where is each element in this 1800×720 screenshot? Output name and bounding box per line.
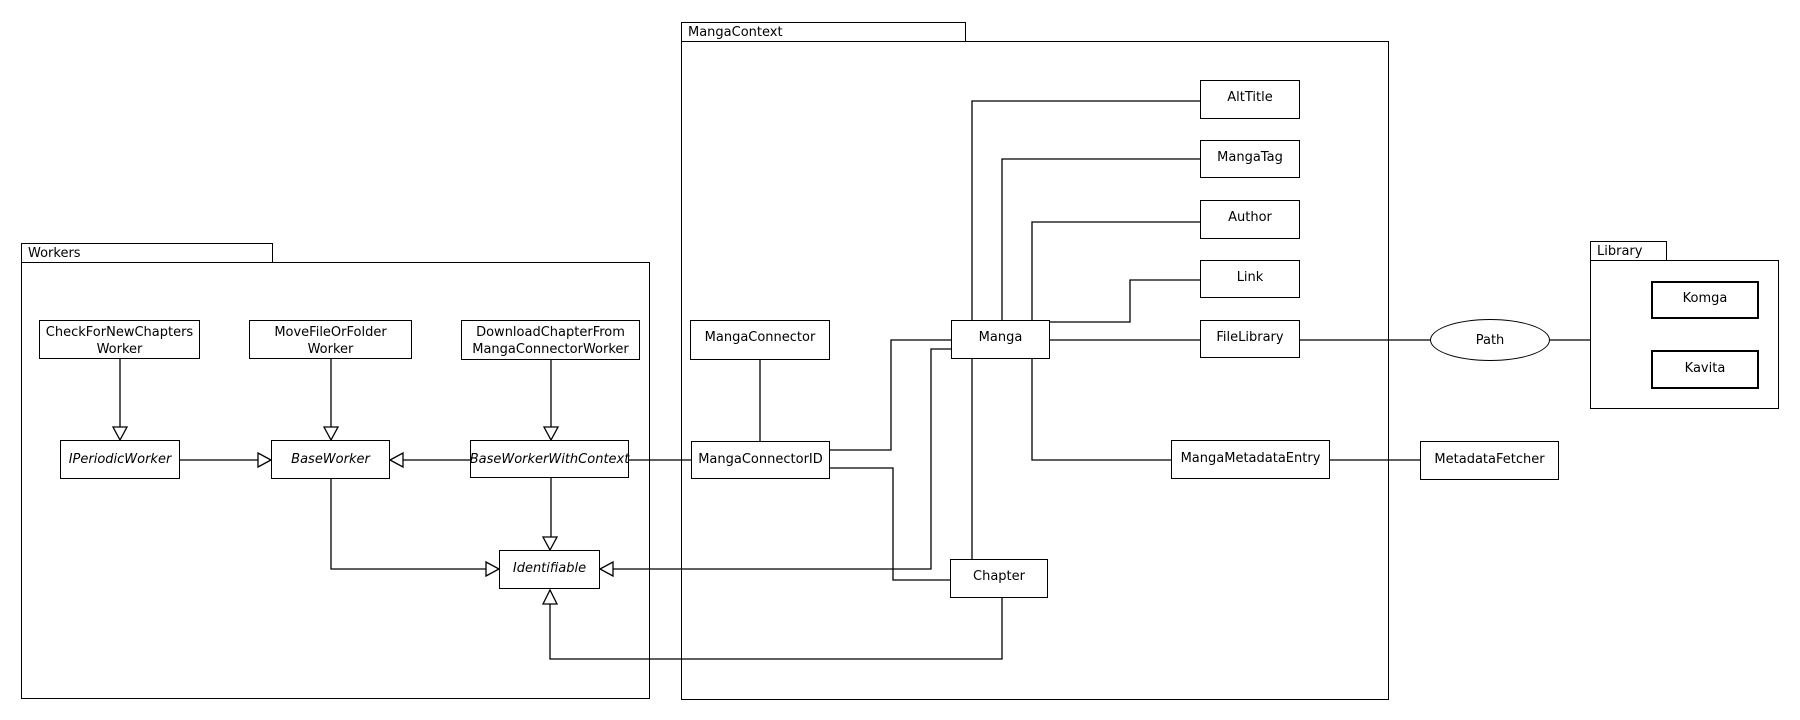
inheritance-arrow-baseworkerwithcontext-top xyxy=(542,426,560,442)
package-manga-context-body xyxy=(681,41,1389,700)
class-label: Komga xyxy=(1682,291,1728,306)
class-metadata-fetcher: MetadataFetcher xyxy=(1420,441,1559,480)
class-label: FileLibrary xyxy=(1216,330,1284,345)
class-download-chapter-from-manga-connector-worker: DownloadChapterFrom MangaConnectorWorker xyxy=(461,320,640,360)
class-author: Author xyxy=(1200,200,1300,239)
class-label: Worker xyxy=(307,342,354,357)
class-label: Chapter xyxy=(973,569,1025,584)
class-label: CheckForNewChapters xyxy=(45,325,194,340)
inheritance-arrow-iperiodicworker-top xyxy=(111,426,129,442)
interface-base-worker-with-context: BaseWorkerWithContext xyxy=(470,440,629,478)
class-link: Link xyxy=(1200,260,1300,298)
package-library-label: Library xyxy=(1597,244,1643,259)
edge-manga-to-identifiable xyxy=(613,348,951,570)
package-workers-body xyxy=(21,262,650,699)
class-manga-metadata-entry: MangaMetadataEntry xyxy=(1171,440,1330,479)
class-label: MangaConnectorWorker xyxy=(472,342,629,357)
class-label: Worker xyxy=(96,342,143,357)
class-label: MoveFileOrFolder xyxy=(274,325,387,340)
class-alt-title: AltTitle xyxy=(1200,80,1300,119)
interface-label: Identifiable xyxy=(512,561,587,576)
class-label: MangaTag xyxy=(1217,150,1283,165)
class-chapter: Chapter xyxy=(950,559,1048,598)
inheritance-arrow-baseworker-left xyxy=(257,451,273,469)
class-label: Link xyxy=(1236,270,1264,285)
class-label: AltTitle xyxy=(1227,90,1273,105)
package-manga-context-label: MangaContext xyxy=(688,25,783,40)
class-label: MangaMetadataEntry xyxy=(1180,451,1321,466)
node-path-label: Path xyxy=(1475,332,1505,348)
class-komga: Komga xyxy=(1651,281,1759,319)
class-manga: Manga xyxy=(951,320,1050,359)
inheritance-arrow-identifiable-bottom xyxy=(541,588,559,605)
class-manga-connector-id: MangaConnectorID xyxy=(691,441,830,479)
class-label: Manga xyxy=(978,330,1023,345)
edge-chapter-to-identifiable xyxy=(549,598,1003,660)
class-label: Kavita xyxy=(1684,361,1726,376)
inheritance-arrow-baseworker-top xyxy=(322,426,340,442)
edge-manga-to-link xyxy=(1050,279,1200,323)
interface-label: IPeriodicWorker xyxy=(68,452,172,467)
interface-i-periodic-worker: IPeriodicWorker xyxy=(60,440,180,479)
class-label: DownloadChapterFrom xyxy=(476,325,625,340)
inheritance-arrow-identifiable-top xyxy=(541,536,559,552)
edge-mangaconnectorid-to-manga xyxy=(830,339,951,451)
package-library-body xyxy=(1590,260,1779,409)
package-workers-label: Workers xyxy=(28,246,81,261)
interface-label: BaseWorkerWithContext xyxy=(469,452,630,467)
class-file-library: FileLibrary xyxy=(1200,320,1300,358)
package-library-tab: Library xyxy=(1590,241,1667,261)
interface-base-worker: BaseWorker xyxy=(271,440,390,479)
edge-baseworker-to-identifiable xyxy=(330,479,486,570)
interface-identifiable: Identifiable xyxy=(499,550,600,589)
class-check-for-new-chapters-worker: CheckForNewChapters Worker xyxy=(39,320,200,359)
edge-manga-to-mangatag xyxy=(1001,158,1200,320)
node-path-ellipse: Path xyxy=(1430,319,1550,361)
class-manga-connector: MangaConnector xyxy=(690,320,830,360)
inheritance-arrow-identifiable-right xyxy=(598,560,614,578)
class-move-file-or-folder-worker: MoveFileOrFolder Worker xyxy=(249,320,412,359)
edge-mangaconnectorid-to-chapter xyxy=(830,467,950,581)
inheritance-arrow-baseworker-right xyxy=(388,451,404,469)
class-label: Author xyxy=(1228,210,1272,225)
edge-manga-to-alttitle xyxy=(971,100,1200,320)
class-label: MetadataFetcher xyxy=(1434,452,1545,467)
class-kavita: Kavita xyxy=(1651,350,1759,389)
interface-label: BaseWorker xyxy=(291,452,370,467)
edge-manga-to-author xyxy=(1031,221,1200,320)
class-label: MangaConnectorID xyxy=(698,452,823,467)
class-label: MangaConnector xyxy=(704,330,816,345)
class-manga-tag: MangaTag xyxy=(1200,140,1300,178)
inheritance-arrow-identifiable-left xyxy=(485,560,501,578)
edge-manga-to-mangametadataentry xyxy=(1031,359,1171,461)
